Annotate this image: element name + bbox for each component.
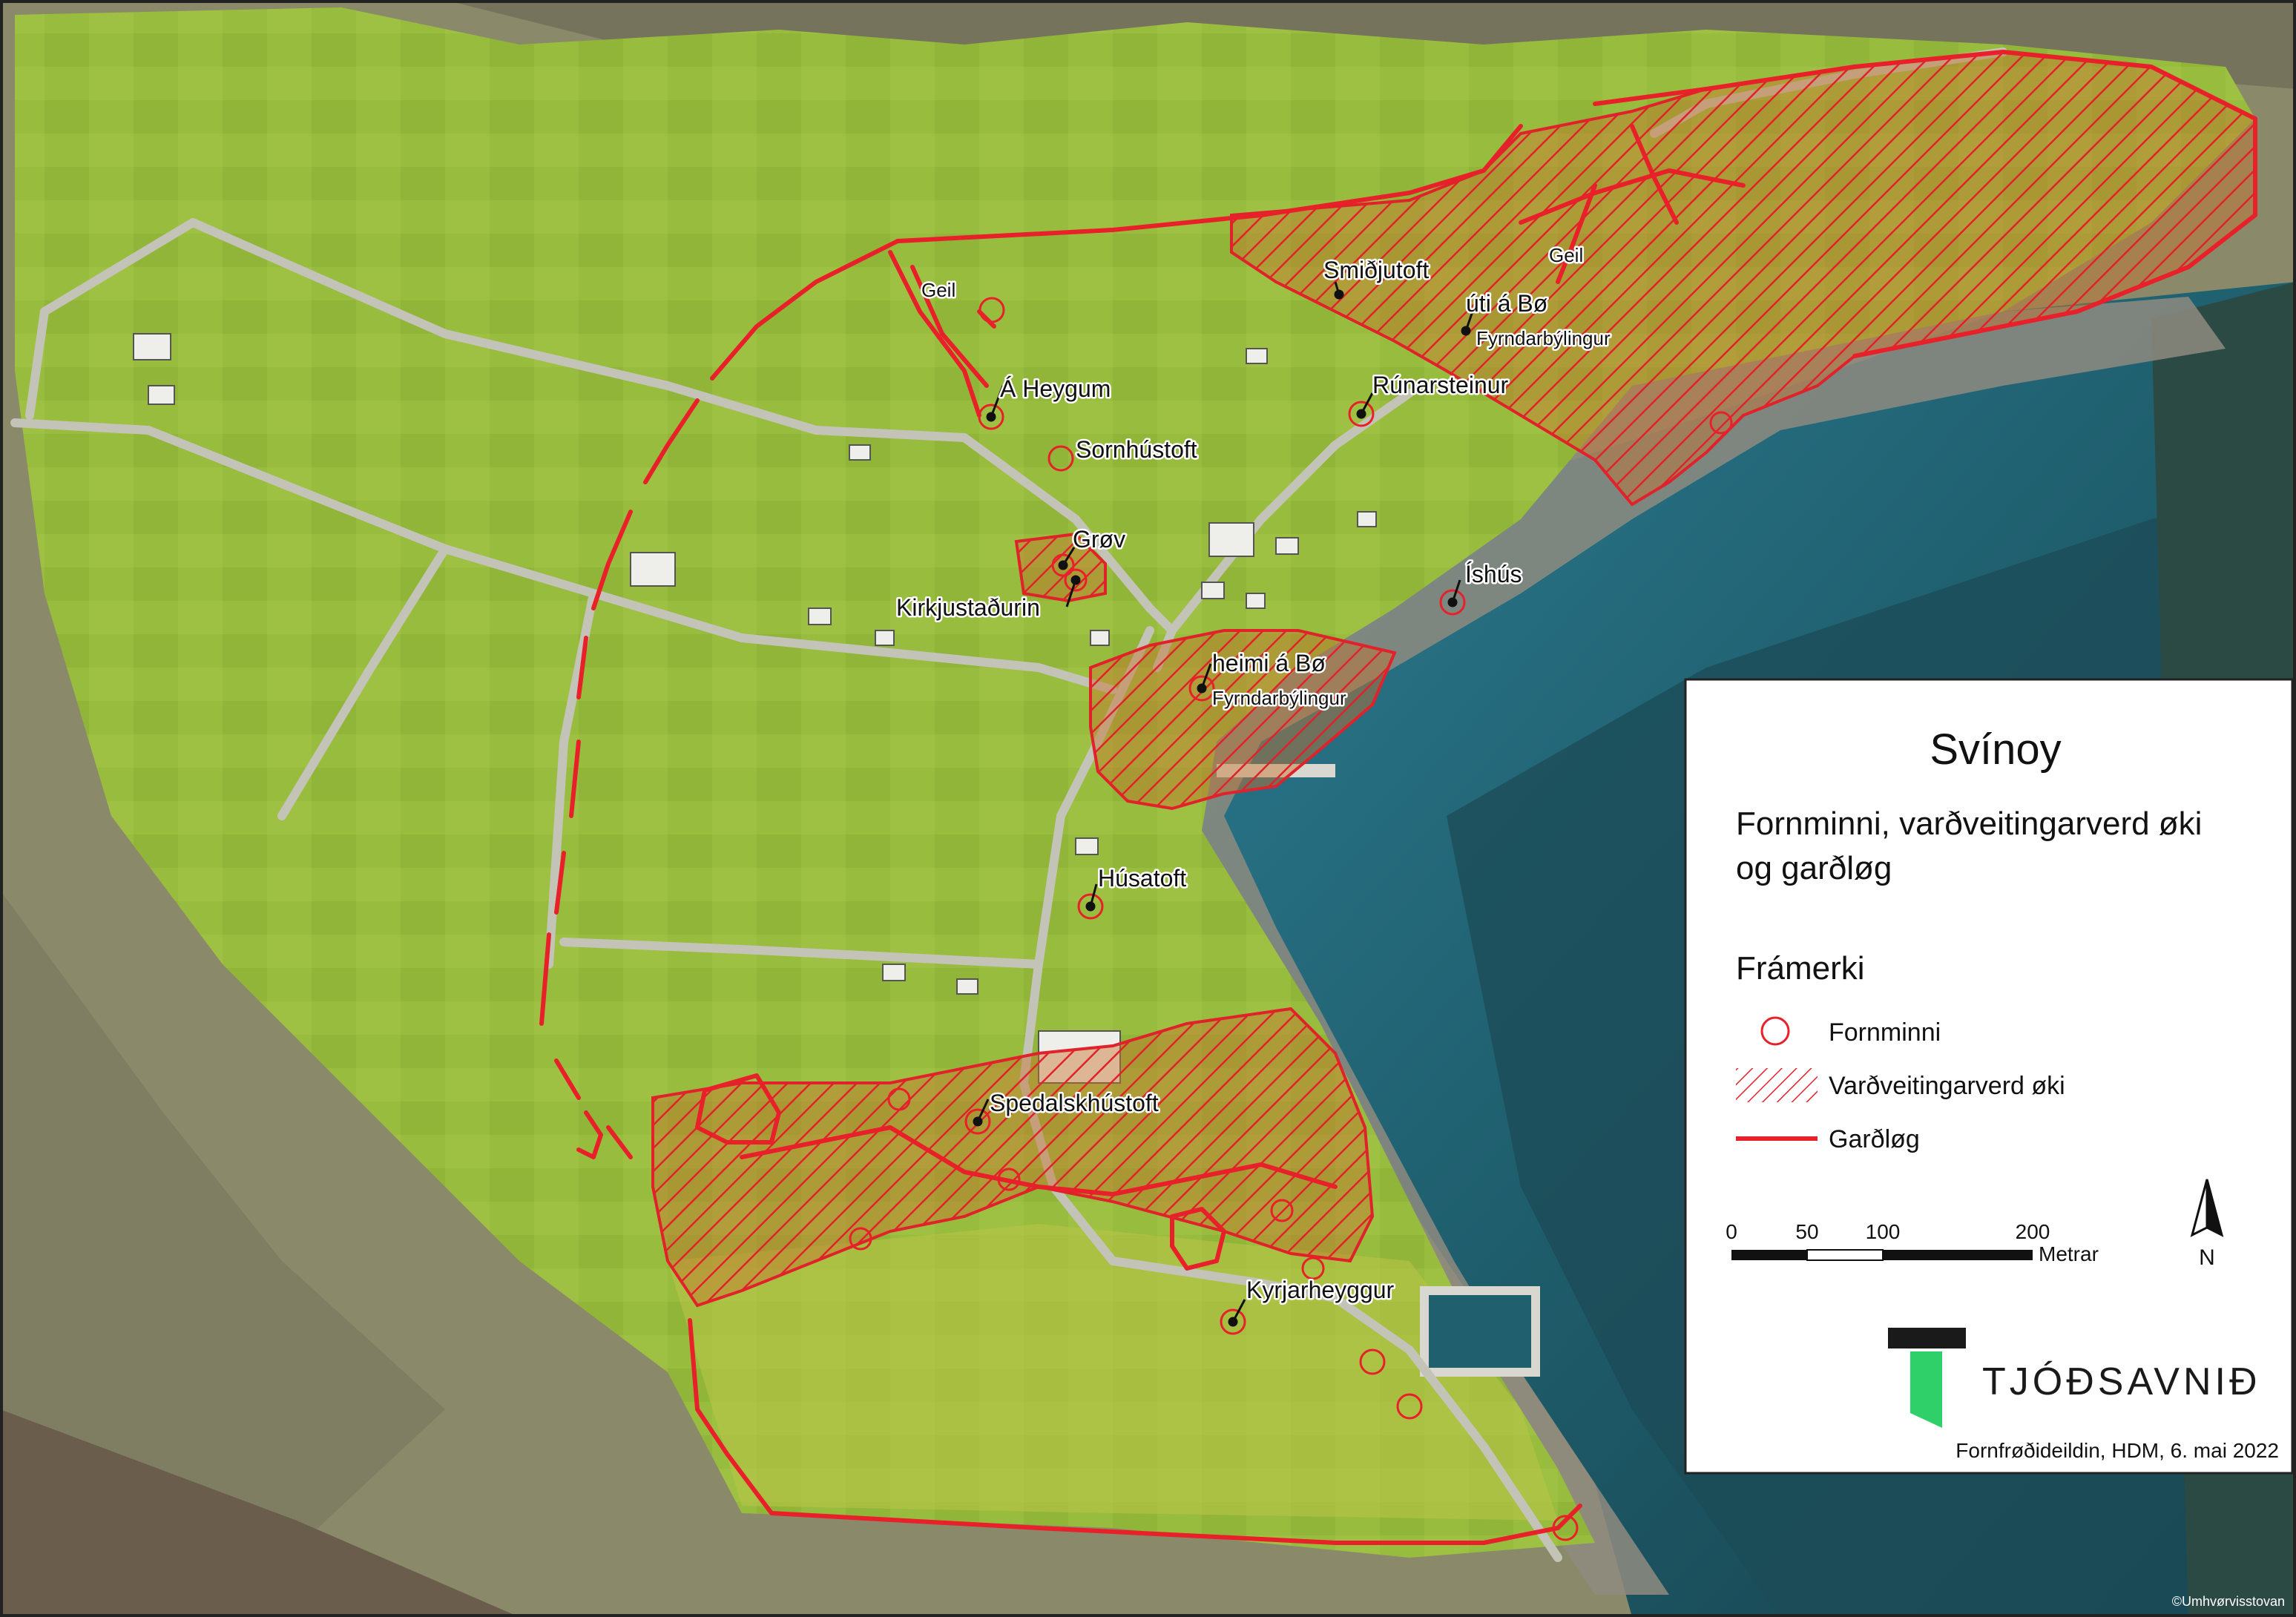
label-fyrndarbylingur-north[interactable]: Fyrndarbýlingur bbox=[1475, 326, 1613, 352]
label-runarsteinur[interactable]: Rúnarsteinur bbox=[1371, 370, 1511, 401]
label-kirkjustadurin[interactable]: Kirkjustaðurin bbox=[895, 593, 1042, 623]
legend-item-hatch: Varðveitingarverd øki bbox=[1829, 1072, 2065, 1100]
logo-text: TJÓÐSAVNIÐ bbox=[1982, 1360, 2261, 1403]
legend-subtitle-1: Fornminni, varðveitingarverd øki bbox=[1736, 806, 2202, 842]
field-walls[interactable] bbox=[539, 50, 2257, 1545]
tjodsavnid-logo: TJÓÐSAVNIÐ bbox=[1888, 1328, 2261, 1428]
legend-heading: Frámerki bbox=[1736, 950, 1865, 987]
scale-tick-0: 0 bbox=[1726, 1220, 1737, 1243]
label-uti-a-bo[interactable]: úti á Bø bbox=[1464, 289, 1550, 319]
label-grov[interactable]: Grøv bbox=[1071, 524, 1128, 555]
scale-tick-50: 50 bbox=[1795, 1220, 1818, 1243]
scale-tick-200: 200 bbox=[2016, 1220, 2050, 1243]
protected-areas[interactable] bbox=[651, 50, 2257, 1308]
legend-hatch-symbol bbox=[1736, 1068, 1818, 1102]
north-arrow-icon: N bbox=[2190, 1179, 2224, 1270]
harbour-basin[interactable] bbox=[1420, 1286, 1540, 1377]
scale-unit: Metrar bbox=[2039, 1242, 2099, 1265]
monument-markers[interactable] bbox=[849, 297, 1733, 1541]
label-leaders bbox=[973, 281, 1474, 1327]
label-a-heygum[interactable]: Á Heygum bbox=[999, 374, 1113, 404]
legend-circle-symbol bbox=[1760, 1016, 1790, 1046]
label-fyrndarbylingur-heimi[interactable]: Fyrndarbýlingur bbox=[1211, 685, 1349, 711]
label-husatoft[interactable]: Húsatoft bbox=[1096, 863, 1188, 894]
hill-bottom-left bbox=[0, 1409, 519, 1617]
legend-item-walls: Garðløg bbox=[1829, 1125, 1920, 1153]
legend-title: Svínoy bbox=[1930, 725, 2061, 774]
map-credit: Fornfrøðideildin, HDM, 6. mai 2022 bbox=[1955, 1439, 2279, 1462]
legend-subtitle-2: og garðløg bbox=[1736, 850, 1892, 886]
copyright-text: ©Umhvørvisstovan bbox=[2172, 1594, 2285, 1609]
protected-area-heimi[interactable] bbox=[1089, 629, 1397, 811]
label-spedalskhustoft[interactable]: Spedalskhústoft bbox=[988, 1088, 1161, 1119]
buildings[interactable] bbox=[133, 333, 1377, 1084]
label-smidjutoft[interactable]: Smiðjutoft bbox=[1322, 255, 1431, 286]
scale-tick-100: 100 bbox=[1866, 1220, 1901, 1243]
label-ishus[interactable]: Íshús bbox=[1464, 559, 1524, 590]
label-kyrjarheyggur[interactable]: Kyrjarheyggur bbox=[1245, 1275, 1397, 1305]
place-labels: Á Heygum Sornhústoft Grøv Kirkjustaðurin… bbox=[895, 243, 1613, 1305]
scale-bar: 0 50 100 200 Metrar bbox=[1726, 1220, 2099, 1265]
north-label: N bbox=[2199, 1245, 2215, 1270]
legend-item-fornminni: Fornminni bbox=[1829, 1018, 1941, 1047]
label-heimi-a-bo[interactable]: heimi á Bø bbox=[1211, 648, 1328, 679]
label-geil-east[interactable]: Geil bbox=[1547, 243, 1585, 269]
label-geil-west[interactable]: Geil bbox=[920, 277, 958, 303]
legend-panel: Svínoy Fornminni, varðveitingarverd øki … bbox=[1684, 678, 2294, 1475]
protected-area-south[interactable] bbox=[651, 1007, 1375, 1308]
label-sornhustoft[interactable]: Sornhústoft bbox=[1074, 435, 1200, 465]
hill-left bbox=[0, 890, 445, 1617]
